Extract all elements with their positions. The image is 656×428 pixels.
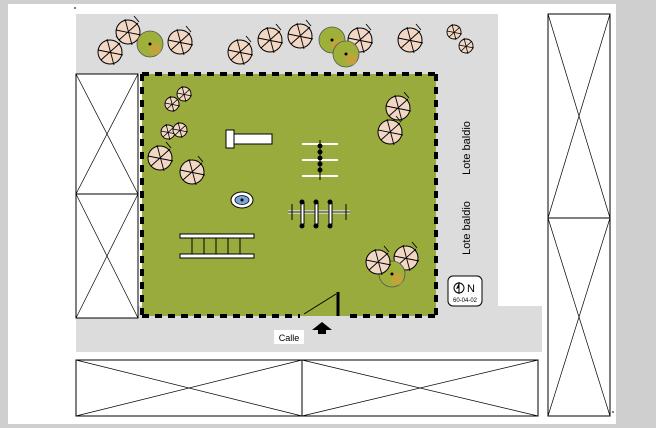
left-building bbox=[75, 73, 139, 319]
plan-code: 60-04-02 bbox=[453, 298, 478, 304]
bench bbox=[225, 129, 273, 149]
swing-set bbox=[288, 199, 350, 229]
right-sidewalk bbox=[436, 14, 498, 314]
lot-label-upper: Lote baldio bbox=[461, 121, 473, 175]
fountain bbox=[230, 191, 254, 209]
street-label-box bbox=[274, 330, 304, 344]
right-building bbox=[547, 13, 611, 417]
monkey-bars bbox=[179, 233, 255, 259]
street-label: Calle bbox=[279, 333, 300, 343]
entrance-arrow-icon bbox=[312, 322, 332, 334]
perimeter-fence bbox=[140, 72, 438, 318]
chain-ladder bbox=[302, 140, 338, 180]
entrance-gate bbox=[303, 292, 340, 316]
bottom-building bbox=[75, 359, 539, 417]
paper-right-margin bbox=[620, 4, 648, 424]
street-inner bbox=[76, 320, 542, 352]
north-label: N bbox=[467, 283, 475, 295]
lot-label-lower: Lote baldio bbox=[461, 201, 473, 255]
north-arrow-box: N 60-04-02 bbox=[447, 275, 483, 307]
north-arrow-icon bbox=[453, 282, 465, 294]
